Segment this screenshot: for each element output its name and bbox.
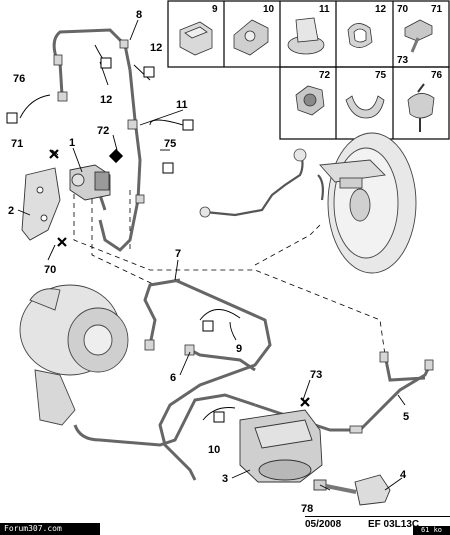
callout-10: 10	[208, 444, 220, 456]
inset-label-76: 76	[431, 70, 443, 81]
callout-8: 8	[136, 9, 142, 21]
clip-9-icon	[179, 21, 213, 56]
callout-76: 76	[13, 73, 25, 85]
inset-label-9: 9	[212, 4, 218, 15]
inset-label-73: 73	[397, 55, 409, 66]
reference-boxes	[6, 57, 225, 423]
hose-connectors-upper	[53, 39, 145, 204]
callout-73: 73	[310, 369, 322, 381]
site-watermark: Forum307.com	[0, 523, 100, 535]
callout-2: 2	[8, 205, 14, 217]
screw-78	[313, 479, 357, 494]
clip-11-icon	[287, 17, 325, 55]
solenoid-valve	[69, 164, 111, 201]
clamp-76-icon	[407, 83, 435, 132]
vacuum-hose-upper	[52, 28, 142, 252]
callout-70: 70	[44, 264, 56, 276]
callout-4: 4	[400, 469, 407, 481]
booster-pipe-fitting	[199, 206, 211, 218]
hose-connectors-lower	[144, 339, 434, 434]
inset-label-12: 12	[375, 4, 387, 15]
turbocharger	[19, 284, 129, 426]
cross-markers	[49, 149, 310, 407]
booster-pipe-end	[293, 148, 307, 162]
callout-78: 78	[301, 503, 313, 515]
callout-72: 72	[97, 125, 109, 137]
inset-label-72: 72	[319, 70, 331, 81]
inset-label-70: 70	[397, 4, 409, 15]
nut-72-icon	[295, 85, 325, 116]
inset-label-71: 71	[431, 4, 443, 15]
callout-3: 3	[222, 473, 228, 485]
file-size-badge: 61 ko	[413, 526, 450, 535]
callout-6: 6	[170, 372, 176, 384]
callout-9: 9	[236, 343, 242, 355]
callout-1: 1	[69, 137, 75, 149]
diagram-date: 05/2008	[305, 519, 342, 530]
callout-71: 71	[11, 138, 23, 150]
vacuum-reservoir	[239, 409, 323, 483]
reservoir-bracket	[354, 474, 391, 506]
footer-rule	[305, 516, 450, 517]
callout-7: 7	[175, 248, 181, 260]
brake-booster	[319, 132, 417, 274]
inset-label-10: 10	[263, 4, 275, 15]
callout-11: 11	[176, 99, 188, 111]
inset-label-11: 11	[319, 4, 330, 15]
clip-12-icon	[347, 23, 373, 48]
nut-72-marker	[108, 148, 124, 164]
mounting-bracket	[21, 167, 61, 241]
clip-75-icon	[345, 95, 385, 119]
vacuum-line-booster	[204, 149, 324, 217]
callout-75: 75	[164, 138, 176, 150]
screw-70-71-73-icon	[404, 19, 433, 53]
clip-10-icon	[233, 19, 269, 56]
diagram-reference: EF 03L13C	[368, 519, 420, 530]
inset-label-75: 75	[375, 70, 387, 81]
vacuum-hose-lower	[73, 278, 432, 481]
callout-12-top: 12	[150, 42, 162, 54]
callout-5: 5	[403, 411, 409, 423]
callout-12-left: 12	[100, 94, 112, 106]
